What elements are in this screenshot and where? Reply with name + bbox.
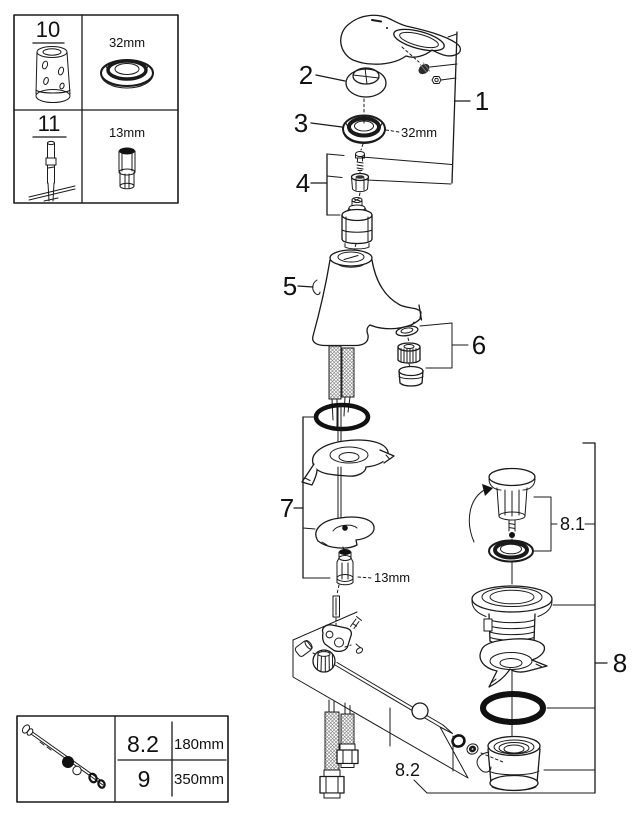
escutcheon-gasket-7 <box>301 439 395 486</box>
tool-legend-box: 10 32mm 11 <box>13 14 179 204</box>
plug-seal-ring <box>488 539 534 563</box>
callout-group-4: 4 <box>296 153 453 216</box>
label-8: 8 <box>613 648 627 678</box>
legend-part11-label: 11 <box>38 111 61 136</box>
socket-13mm-drawing <box>118 147 136 190</box>
label-13mm: 13mm <box>374 570 410 585</box>
drain-gasket <box>479 638 548 688</box>
ring-32mm-drawing <box>100 59 154 89</box>
table-part-9: 9 <box>138 766 151 792</box>
drain-body-lower <box>476 735 596 792</box>
leader-2 <box>315 74 346 82</box>
legend-32mm-label: 32mm <box>109 35 145 50</box>
tool-10-drawing <box>35 46 71 103</box>
label-2: 2 <box>299 60 313 90</box>
table-length-350mm: 350mm <box>174 771 224 788</box>
label-7: 7 <box>280 493 294 523</box>
cartridge <box>341 197 373 250</box>
base-o-ring-7 <box>313 402 371 432</box>
aerator-parts <box>395 321 424 387</box>
table-length-180mm: 180mm <box>174 736 224 753</box>
label-6: 6 <box>472 330 486 360</box>
label-3: 3 <box>294 108 308 138</box>
table-part-8-2: 8.2 <box>127 731 159 757</box>
faucet-body <box>312 249 423 347</box>
mounting-nut <box>336 549 354 586</box>
handle-screw-set <box>401 46 442 84</box>
pop-up-linkage <box>292 584 504 779</box>
drain-plug <box>468 467 536 543</box>
label-4: 4 <box>296 168 310 198</box>
lever-handle <box>340 14 462 65</box>
callout-group-6: 6 <box>419 322 486 369</box>
ring-nut-3 <box>342 114 386 144</box>
leader-3 <box>310 122 343 128</box>
label-8-1: 8.1 <box>560 514 585 534</box>
callout-group-8: 8 <box>582 442 627 794</box>
label-5: 5 <box>283 271 297 301</box>
horseshoe-washer <box>315 516 375 549</box>
drain-o-ring <box>480 691 546 725</box>
size-table-box: 8.2 180mm 9 350mm <box>16 715 229 803</box>
label-8-2: 8.2 <box>395 760 420 780</box>
callout-group-7: 7 13mm <box>280 416 410 585</box>
supply-hoses-upper <box>328 345 355 431</box>
ring-2 <box>345 67 387 98</box>
rod-drawing <box>21 724 106 789</box>
callout-group-8-2: 8.2 <box>389 707 596 794</box>
label-1: 1 <box>475 86 489 116</box>
cartridge-screw <box>355 151 365 171</box>
label-32mm: 32mm <box>401 125 437 140</box>
callout-group-8-1: 8.1 <box>533 496 596 552</box>
leader-5 <box>297 285 314 288</box>
tool-11-drawing <box>28 140 76 202</box>
supply-hoses-lower <box>319 699 359 799</box>
legend-part10-label: 10 <box>36 17 60 42</box>
drain-body-upper <box>471 585 596 646</box>
callout-group-1: 1 <box>429 31 489 184</box>
hex-adapter <box>350 172 370 193</box>
legend-13mm-label: 13mm <box>109 125 145 140</box>
